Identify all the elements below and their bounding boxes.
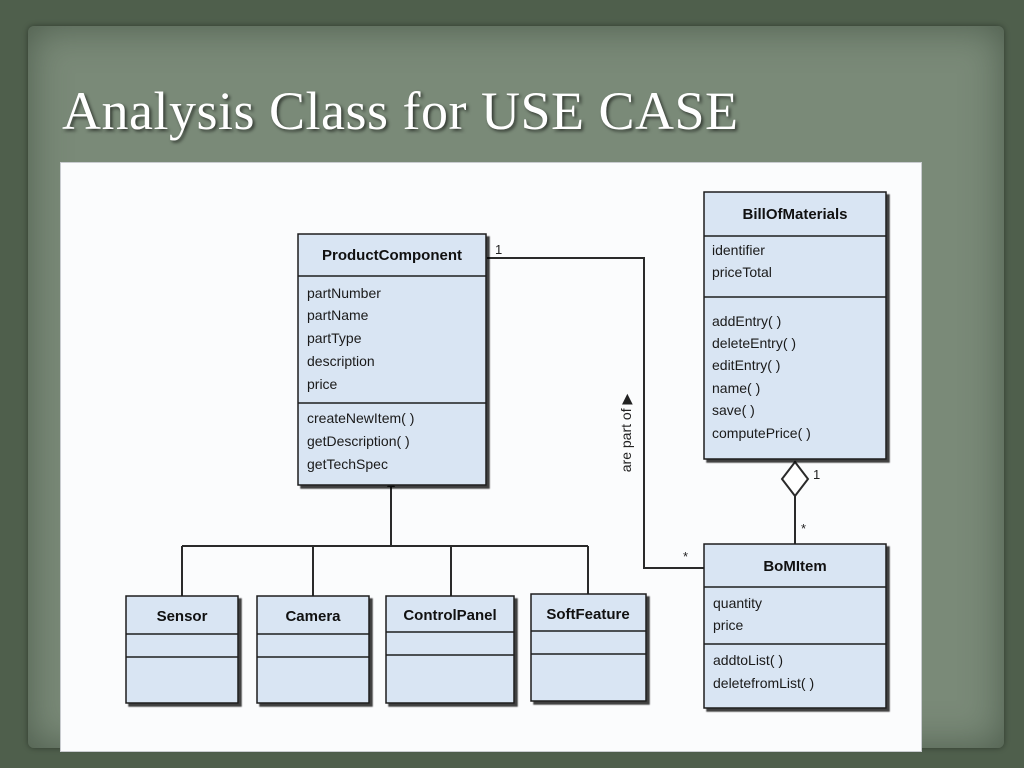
attribute: partNumber — [307, 285, 381, 301]
association-line — [487, 257, 704, 569]
attribute: partName — [307, 307, 369, 323]
diagram-canvas: ProductComponent partNumber partName par… — [125, 191, 887, 709]
class-name: BillOfMaterials — [742, 206, 847, 223]
class-box — [256, 595, 370, 704]
aggregation-diamond — [780, 460, 810, 498]
association-label: are part of ▶ — [618, 394, 634, 473]
class-camera[interactable]: Camera — [256, 595, 370, 704]
operation: save( ) — [712, 402, 755, 418]
attribute: price — [307, 376, 338, 392]
class-name: BoMItem — [763, 558, 826, 575]
operation: deleteEntry( ) — [712, 335, 796, 351]
operation: addtoList( ) — [713, 652, 783, 668]
operation: addEntry( ) — [712, 313, 781, 329]
class-box — [703, 543, 887, 709]
class-name: Camera — [285, 608, 341, 625]
slide-title: Analysis Class for USE CASE — [62, 81, 739, 141]
operation: name( ) — [712, 380, 760, 396]
connectors — [181, 257, 796, 596]
class-controlpanel[interactable]: ControlPanel — [385, 595, 515, 704]
operation: deletefromList( ) — [713, 675, 814, 691]
operation: createNewItem( ) — [307, 410, 414, 426]
attribute: priceTotal — [712, 264, 772, 280]
attribute: identifier — [712, 242, 765, 258]
class-name: ControlPanel — [403, 607, 496, 624]
class-bomitem[interactable]: BoMItem quantity price addtoList( ) dele… — [703, 543, 887, 709]
class-box — [125, 595, 239, 704]
operation: computePrice( ) — [712, 425, 811, 441]
class-name: SoftFeature — [546, 606, 629, 623]
attribute: quantity — [713, 595, 762, 611]
class-softfeature[interactable]: SoftFeature — [530, 593, 647, 702]
class-sensor[interactable]: Sensor — [125, 595, 239, 704]
operation: getDescription( ) — [307, 433, 410, 449]
multiplicity-billofmaterials: 1 — [813, 467, 820, 482]
class-name: Sensor — [157, 608, 208, 625]
attribute: description — [307, 353, 375, 369]
class-productcomponent[interactable]: ProductComponent partNumber partName par… — [297, 233, 487, 486]
class-box — [530, 593, 647, 702]
class-name: ProductComponent — [322, 247, 462, 264]
multiplicity-bomitem-aggregation: * — [801, 521, 806, 536]
operation: editEntry( ) — [712, 357, 780, 373]
multiplicity-bomitem-association: * — [683, 549, 688, 564]
operation: getTechSpec — [307, 456, 388, 472]
uml-class-diagram: ProductComponent partNumber partName par… — [60, 162, 922, 752]
class-billofmaterials[interactable]: BillOfMaterials identifier priceTotal ad… — [703, 191, 887, 460]
attribute: partType — [307, 330, 362, 346]
attribute: price — [713, 617, 744, 633]
class-box — [385, 595, 515, 704]
multiplicity-productcomponent: 1 — [495, 242, 502, 257]
